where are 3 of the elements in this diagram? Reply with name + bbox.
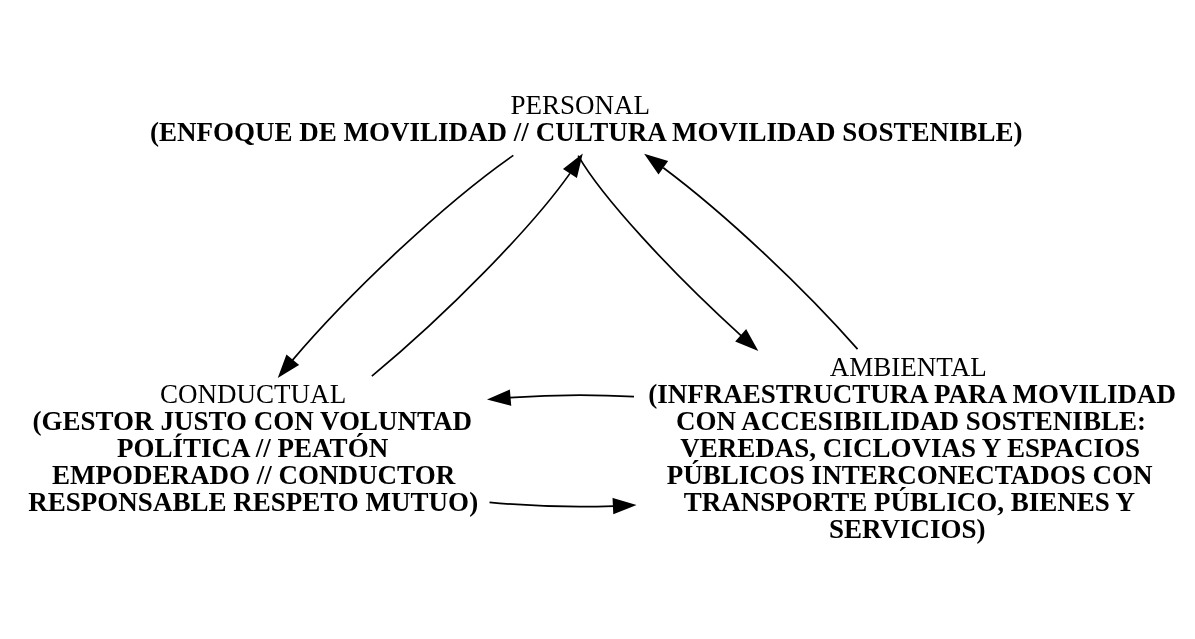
node-text: CONDUCTUAL (GESTOR JUSTO CON VOLUNTAD POLÍTICA // PEATÓN EMPODERADO // CONDUCTOR RESPONSABLE RESPETO MUTUO) bbox=[28, 378, 479, 517]
node-text: PERSONAL (ENFOQUE DE MOVILIDAD // CULTURA MOVILIDAD SOSTENIBLE) bbox=[149, 89, 1023, 147]
node-text: AMBIENTAL (INFRAESTRUCTURA PARA MOVILIDAD CON ACCESIBILIDAD SOSTENIBLE: VEREDAS, CICLOVIAS Y ESPACIOS PÚBLICOS INTERCONECTADOS CON TRANSPORTE PÚBLICO, BIENES Y SERVICIOS) bbox=[648, 351, 1177, 544]
